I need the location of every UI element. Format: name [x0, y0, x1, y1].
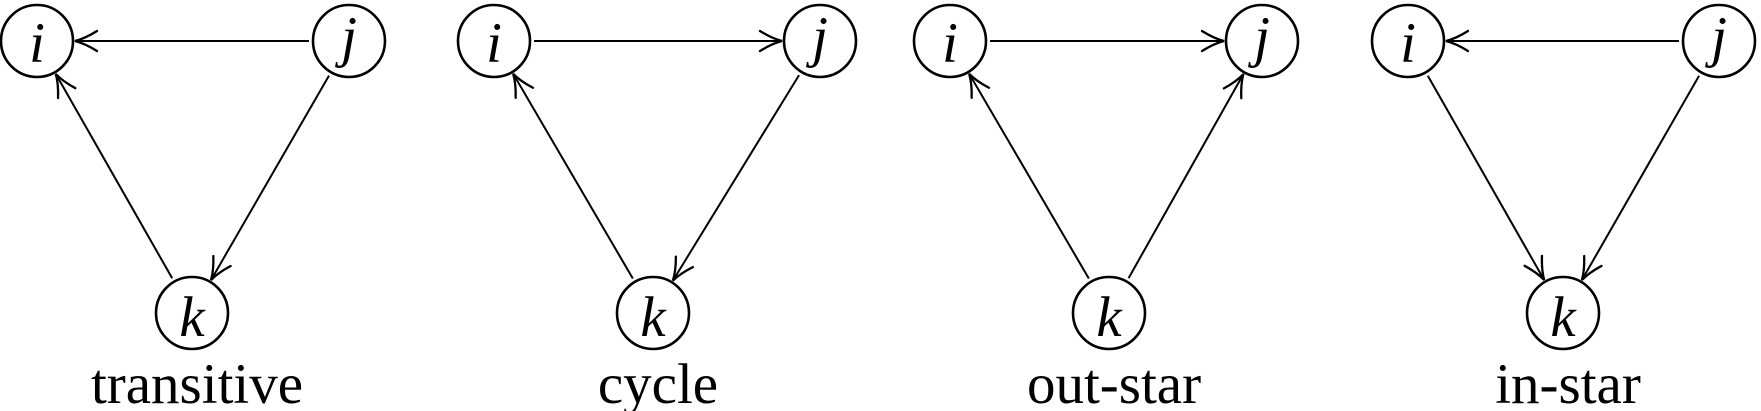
panel-caption: out-star [1027, 353, 1201, 411]
panel-caption: transitive [91, 353, 303, 411]
node-k-label: k [1550, 286, 1577, 349]
node-j-circle [311, 3, 387, 79]
edge-i-to-k [1426, 75, 1546, 281]
node-i-label: i [486, 12, 502, 75]
edge-k-to-i [512, 72, 634, 279]
node-i-label: i [29, 12, 45, 75]
panel-caption: in-star [1495, 353, 1641, 411]
node-i-circle [1370, 3, 1446, 79]
node-i-label: i [1400, 12, 1416, 75]
node-k-label: k [179, 286, 206, 349]
edge-j-to-k [209, 75, 330, 281]
panel-caption: cycle [598, 353, 718, 411]
node-i-circle [456, 3, 532, 79]
node-j-circle [1224, 3, 1300, 79]
edge-k-to-i [968, 72, 1090, 279]
node-k-circle [154, 275, 230, 351]
node-j-circle [782, 3, 858, 79]
edge-k-to-j [1127, 73, 1245, 279]
node-i-label: i [942, 12, 958, 75]
node-k-label: k [1096, 286, 1123, 349]
node-k-circle [1071, 275, 1147, 351]
node-j-circle [1681, 3, 1757, 79]
edge-j-to-k [1580, 75, 1700, 281]
node-k-circle [1525, 275, 1601, 351]
node-k-label: k [640, 286, 667, 349]
node-i-circle [0, 3, 75, 79]
edge-j-to-k [671, 74, 800, 282]
edge-k-to-i [54, 73, 174, 279]
node-i-circle [912, 3, 988, 79]
node-k-circle [615, 275, 691, 351]
